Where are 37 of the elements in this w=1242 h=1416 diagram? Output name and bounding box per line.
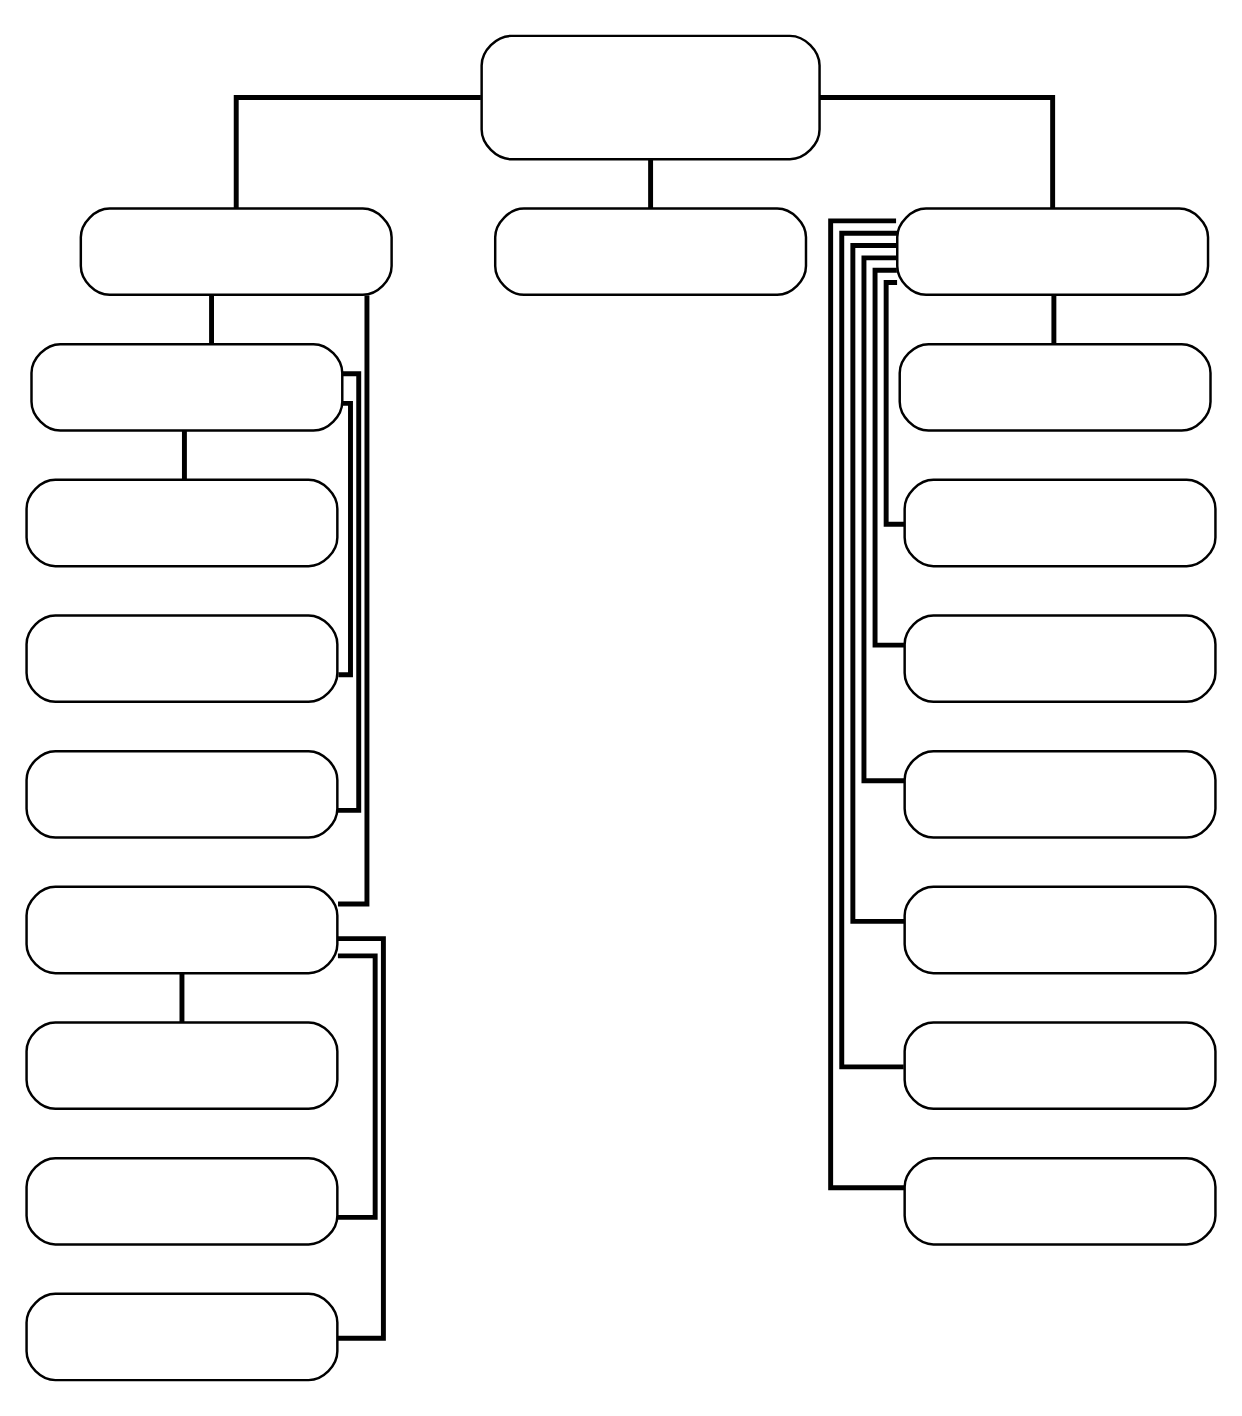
connector	[181, 431, 187, 480]
node-box	[903, 1156, 1217, 1246]
node-box	[30, 342, 344, 432]
connector	[337, 936, 386, 1341]
connector	[819, 95, 1056, 208]
node-box	[903, 614, 1217, 704]
node-box	[25, 614, 339, 704]
connector	[1051, 295, 1057, 344]
node-box	[898, 342, 1212, 432]
connector	[872, 267, 904, 648]
connector	[338, 400, 353, 678]
node-box	[25, 1156, 339, 1246]
connector	[839, 230, 904, 1070]
connector	[209, 295, 214, 344]
node-box	[25, 1292, 339, 1382]
node-box	[903, 885, 1217, 975]
connector	[648, 159, 654, 209]
node-box	[896, 207, 1210, 297]
connector	[828, 218, 905, 1191]
node-box	[25, 1021, 339, 1111]
node-box	[25, 749, 339, 839]
node-box	[25, 478, 339, 568]
connector	[338, 295, 370, 907]
node-box	[25, 885, 339, 975]
connector	[233, 95, 481, 208]
node-box	[480, 34, 821, 161]
node-box	[903, 1021, 1217, 1111]
node-box	[79, 207, 393, 297]
connector	[179, 973, 185, 1023]
connector	[850, 243, 905, 924]
connector	[337, 953, 378, 1220]
connector	[861, 255, 905, 784]
node-box	[493, 207, 808, 297]
connector	[337, 371, 362, 813]
node-box	[903, 478, 1217, 568]
connector	[883, 280, 905, 527]
node-box	[903, 749, 1217, 839]
